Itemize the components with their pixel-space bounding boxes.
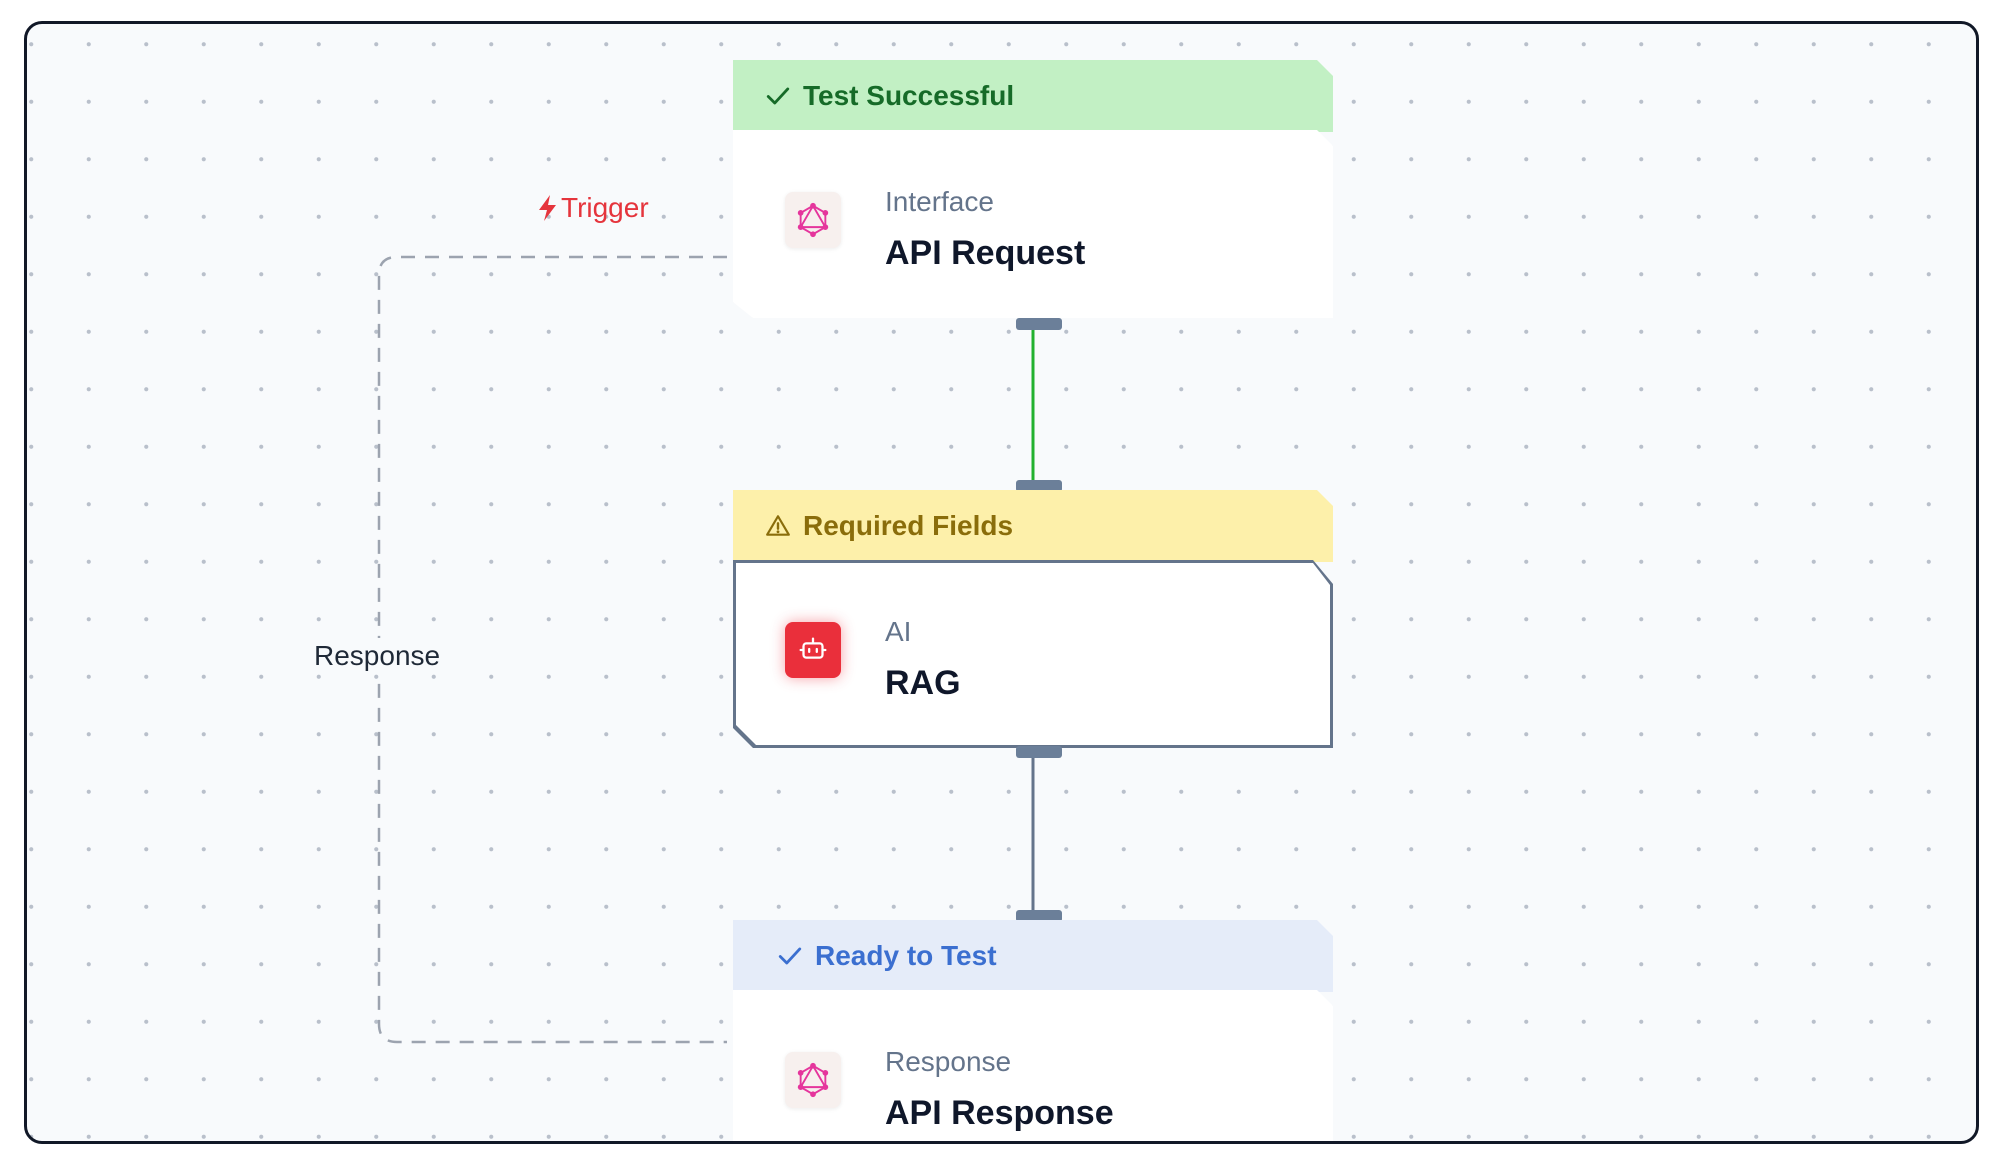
api-request-node[interactable]: Test Successful Interface API Request <box>733 60 1333 330</box>
check-icon <box>778 947 802 965</box>
node-card[interactable]: AI RAG <box>733 560 1333 748</box>
workflow-canvas[interactable]: Trigger Response Test Successful <box>24 21 1979 1144</box>
input-handle[interactable] <box>1016 480 1062 492</box>
graphql-icon <box>785 192 841 248</box>
node-status-banner: Ready to Test <box>733 920 1333 992</box>
node-status-text: Required Fields <box>803 510 1014 541</box>
robot-icon <box>785 622 841 678</box>
node-status-text: Ready to Test <box>815 940 997 971</box>
node-status-text: Test Successful <box>803 80 1015 111</box>
trigger-edge-label: Trigger <box>537 194 649 222</box>
warning-triangle-icon <box>766 515 790 536</box>
node-category: Interface <box>885 186 994 217</box>
node-status-banner: Test Successful <box>733 60 1333 132</box>
node-title: RAG <box>885 664 961 702</box>
node-title: API Request <box>885 234 1086 272</box>
node-card[interactable]: Response API Response <box>733 990 1333 1144</box>
node-card[interactable]: Interface API Request <box>733 130 1333 318</box>
node-title: API Response <box>885 1094 1114 1132</box>
response-edge-label: Response <box>312 638 443 674</box>
output-handle[interactable] <box>1016 746 1062 758</box>
graphql-icon <box>785 1052 841 1108</box>
rag-node[interactable]: Required Fields AI RAG <box>733 480 1333 758</box>
trigger-label-text: Trigger <box>561 192 649 223</box>
check-icon <box>766 87 790 105</box>
api-response-node[interactable]: Ready to Test Response API Response <box>733 910 1333 992</box>
input-handle[interactable] <box>1016 910 1062 922</box>
node-category: Response <box>885 1046 1012 1077</box>
node-category: AI <box>885 616 912 647</box>
lightning-icon <box>539 195 556 221</box>
node-status-banner: Required Fields <box>733 490 1333 562</box>
output-handle[interactable] <box>1016 318 1062 330</box>
